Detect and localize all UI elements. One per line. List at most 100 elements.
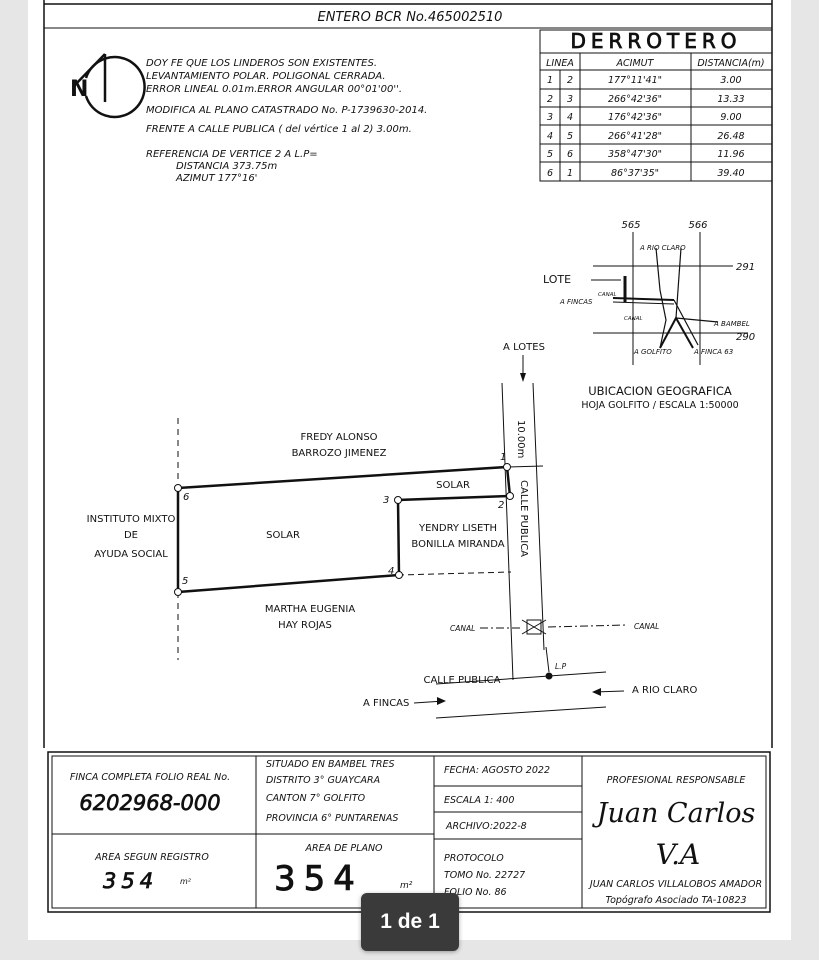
neighbor-label: BONILLA MIRANDA [411, 539, 504, 550]
map-label: CANAL [624, 316, 643, 322]
situado-line: CANTON 7° GOLFITO [266, 793, 366, 804]
cell-from: 5 [547, 149, 553, 160]
derrotero-rows: 1 2 177°11'41" 3.00 2 3 266°42'36" 13.33… [547, 75, 745, 179]
location-map-title: UBICACION GEOGRAFICA [588, 384, 732, 398]
note-line: DOY FE QUE LOS LINDEROS SON EXISTENTES. [146, 58, 377, 69]
derrotero-title: DERROTERO [570, 29, 741, 53]
north-arrow-icon [72, 53, 146, 119]
plan-label: L.P [555, 662, 567, 671]
page-indicator: 1 de 1 [361, 893, 459, 951]
table-row: 5 6 358°47'30" 11.96 [547, 149, 745, 160]
north-letter: N [70, 77, 88, 102]
table-row: 3 4 176°42'36" 9.00 [547, 112, 742, 123]
area-plano-value: 354 [274, 859, 363, 899]
cell-acimut: 177°11'41" [608, 75, 662, 86]
cell-to: 4 [567, 112, 573, 123]
vertex-label: 3 [383, 495, 389, 506]
plan-label: CALLE PUBLICA [423, 675, 500, 686]
archivo: ARCHIVO:2022-8 [445, 821, 527, 832]
cell-distance: 3.00 [720, 75, 741, 86]
cell-from: 6 [547, 168, 553, 179]
grid-label: 565 [621, 220, 640, 231]
site-plan: 1 2 3 4 5 6 A LOTES 10.00m CALLE PUBLICA… [87, 342, 698, 719]
cell-distance: 26.48 [717, 131, 744, 142]
neighbor-label: AYUDA SOCIAL [94, 549, 168, 560]
vertex-label: 2 [498, 500, 504, 511]
area-registro-unit: m² [180, 877, 192, 886]
map-label: A FINCAS [559, 298, 593, 306]
note-line: FRENTE A CALLE PUBLICA ( del vértice 1 a… [146, 123, 412, 135]
note-line: AZIMUT 177°16' [175, 173, 257, 184]
table-row: 2 3 266°42'36" 13.33 [547, 94, 745, 105]
map-label: CANAL [598, 292, 617, 298]
cell-to: 1 [567, 168, 573, 179]
signature-initials: V.A [656, 838, 700, 871]
plan-label: A RIO CLARO [632, 685, 698, 696]
col-header-distancia: DISTANCIA(m) [697, 58, 764, 69]
vertex-label: 6 [183, 492, 189, 503]
table-row: 4 5 266°41'28" 26.48 [547, 131, 745, 142]
table-row: 1 2 177°11'41" 3.00 [547, 75, 742, 86]
cell-to: 2 [567, 75, 573, 86]
neighbor-label: BARROZO JIMENEZ [292, 448, 387, 459]
neighbor-label: DE [124, 530, 138, 541]
cell-to: 5 [567, 131, 573, 142]
survey-plan-drawing: ENTERO BCR No.465002510 N DOY FE QUE LOS… [43, 0, 773, 913]
cell-acimut: 86°37'35" [611, 168, 659, 179]
cell-acimut: 176°42'36" [608, 112, 662, 123]
neighbor-label: INSTITUTO MIXTO [87, 514, 176, 525]
finca-number: 6202968-000 [79, 791, 220, 815]
cell-to: 3 [567, 94, 573, 105]
neighbor-label: MARTHA EUGENIA [265, 604, 355, 615]
entero-bcr-number: ENTERO BCR No.465002510 [318, 10, 503, 25]
escala: ESCALA 1: 400 [444, 795, 514, 806]
title-block: FINCA COMPLETA FOLIO REAL No. AREA SEGUN… [47, 751, 771, 913]
derrotero-table: DERROTERO LINEA ACIMUT DISTANCIA(m) 1 2 … [539, 29, 773, 182]
cell-distance: 9.00 [720, 112, 741, 123]
col-header-acimut: ACIMUT [616, 58, 655, 69]
col-header-linea: LINEA [546, 58, 574, 69]
plan-label: A LOTES [503, 342, 545, 353]
plan-label: CANAL [450, 624, 475, 633]
note-line: ERROR LINEAL 0.01m.ERROR ANGULAR 00°01'0… [146, 84, 402, 95]
profesional-label: PROFESIONAL RESPONSABLE [607, 775, 746, 786]
cell-to: 6 [567, 149, 573, 160]
note-line: REFERENCIA DE VERTICE 2 A L.P= [146, 149, 318, 160]
signature: Juan Carlos [592, 798, 756, 829]
situado-line: SITUADO EN BAMBEL TRES [266, 759, 395, 770]
finca-label: FINCA COMPLETA FOLIO REAL No. [70, 772, 230, 783]
cell-from: 2 [547, 94, 553, 105]
table-row: 6 1 86°37'35" 39.40 [547, 168, 745, 179]
survey-notes: DOY FE QUE LOS LINDEROS SON EXISTENTES. … [146, 58, 427, 184]
cell-distance: 13.33 [717, 94, 744, 105]
tomo: TOMO No. 22727 [444, 870, 525, 881]
map-label: A BAMBEL [713, 320, 750, 328]
neighbor-label: FREDY ALONSO [300, 432, 377, 443]
cell-acimut: 358°47'30" [608, 149, 662, 160]
note-line: LEVANTAMIENTO POLAR. POLIGONAL CERRADA. [146, 71, 386, 82]
area-registro-value: 354 [103, 869, 158, 893]
area-plano-label: AREA DE PLANO [304, 843, 383, 854]
map-label: A RIO CLARO [639, 244, 686, 252]
situado-line: DISTRITO 3° GUAYCARA [266, 775, 380, 786]
location-map-subtitle: HOJA GOLFITO / ESCALA 1:50000 [581, 400, 738, 411]
neighbor-label: YENDRY LISETH [418, 523, 497, 534]
fecha: FECHA: AGOSTO 2022 [444, 765, 550, 776]
street-width-label: 10.00m [515, 420, 526, 458]
area-registro-label: AREA SEGUN REGISTRO [94, 852, 209, 863]
grid-label: 291 [736, 262, 755, 273]
vertex-label: 5 [182, 576, 188, 587]
plan-label: SOLAR [436, 480, 470, 491]
grid-label: 566 [688, 220, 707, 231]
survey-plan-sheet: ENTERO BCR No.465002510 N DOY FE QUE LOS… [28, 0, 791, 940]
area-plano-unit: m² [400, 881, 413, 891]
location-map: 565 566 291 290 A RIO CLARO LOTE A FINCA… [543, 220, 755, 411]
plan-label: CANAL [634, 622, 659, 631]
neighbor-label: HAY ROJAS [278, 620, 332, 631]
vertex-label: 1 [500, 452, 506, 463]
note-line: MODIFICA AL PLANO CATASTRADO No. P-17396… [146, 105, 427, 116]
professional-title: Topógrafo Asociado TA-10823 [605, 895, 746, 906]
plan-label: SOLAR [266, 530, 300, 541]
professional-name: JUAN CARLOS VILLALOBOS AMADOR [588, 879, 762, 890]
plan-label: A FINCAS [363, 698, 409, 709]
